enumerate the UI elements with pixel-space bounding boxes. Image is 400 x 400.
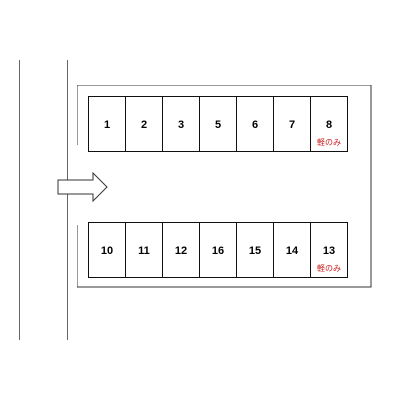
space-number: 12 [174, 245, 188, 257]
parking-row-top: 1 2 3 5 6 7 8 軽のみ [88, 96, 348, 152]
parking-space: 10 [88, 222, 126, 278]
parking-lot-boundary [77, 85, 372, 288]
parking-space: 3 [162, 96, 200, 152]
parking-space: 16 [199, 222, 237, 278]
parking-space: 8 軽のみ [310, 96, 348, 152]
right-arrow-icon [57, 171, 109, 207]
space-number: 16 [211, 245, 225, 257]
parking-space: 11 [125, 222, 163, 278]
parking-space: 14 [273, 222, 311, 278]
space-number: 7 [288, 119, 296, 131]
space-number: 13 [322, 245, 336, 257]
space-number: 14 [285, 245, 299, 257]
space-note-kei-only: 軽のみ [317, 138, 341, 147]
space-number: 2 [140, 119, 148, 131]
space-number: 3 [177, 119, 185, 131]
parking-space: 7 [273, 96, 311, 152]
space-number: 11 [138, 245, 150, 257]
space-number: 5 [214, 119, 222, 131]
parking-space: 15 [236, 222, 274, 278]
parking-space: 5 [199, 96, 237, 152]
parking-space: 13 軽のみ [310, 222, 348, 278]
space-number: 10 [100, 245, 114, 257]
parking-space: 12 [162, 222, 200, 278]
space-number: 8 [325, 119, 333, 131]
space-number: 15 [248, 245, 262, 257]
road-line-left [19, 60, 20, 340]
parking-space: 2 [125, 96, 163, 152]
space-note-kei-only: 軽のみ [317, 264, 341, 273]
road-line-right [67, 60, 68, 340]
parking-space: 1 [88, 96, 126, 152]
space-number: 1 [103, 119, 111, 131]
parking-space: 6 [236, 96, 274, 152]
space-number: 6 [251, 119, 259, 131]
parking-row-bottom: 10 11 12 16 15 14 13 軽のみ [88, 222, 348, 278]
